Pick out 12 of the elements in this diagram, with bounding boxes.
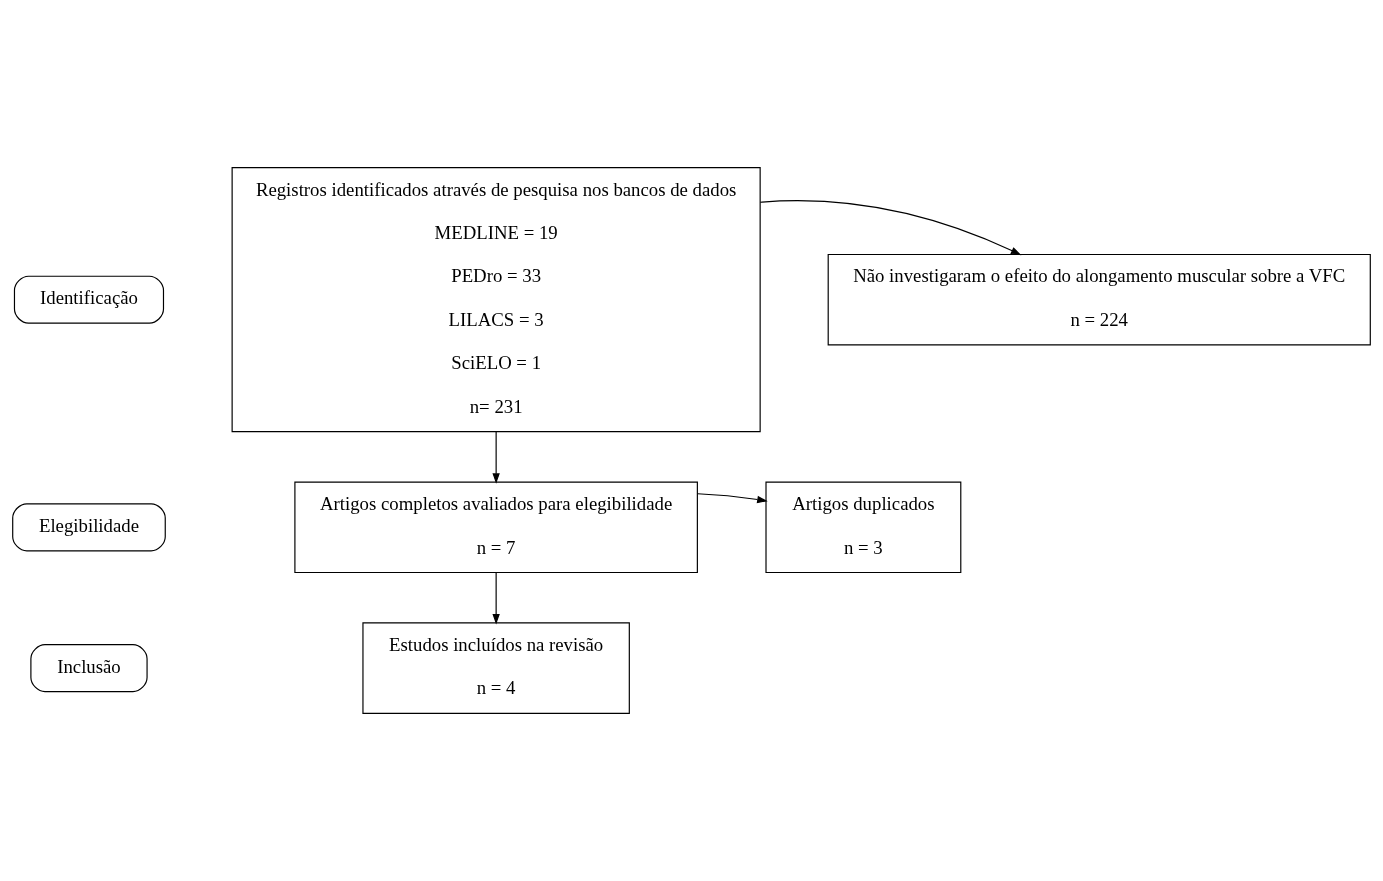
node-box: Artigos completos avaliados para elegibilidade n = 7 [294, 481, 698, 574]
arrow [492, 572, 500, 625]
node-box: Não investigaram o efeito do alongamento muscular sobre a VFC n = 224 [827, 253, 1371, 346]
node-box: Registros identificados através de pesquisa nos bancos de dados MEDLINE = 19 PEDro = 33 LILACS = 3 SciELO = 1 n= 231 [231, 167, 761, 433]
node-box: Estudos incluídos na revisão n = 4 [362, 622, 630, 714]
arrow [492, 431, 500, 484]
node-box: Inclusão [30, 644, 148, 693]
arrow [759, 200, 1022, 256]
node-box: Artigos duplicados n = 3 [765, 481, 962, 574]
node-box: Elegibilidade [12, 503, 166, 552]
node-box: Identificação [13, 275, 165, 324]
arrow [697, 493, 768, 504]
